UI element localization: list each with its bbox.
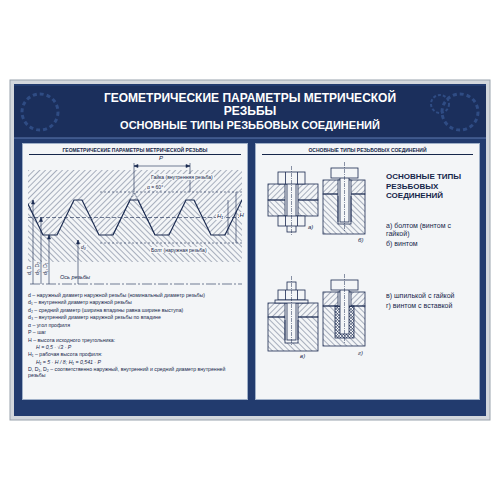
poster-subtitle: ОСНОВНЫЕ ТИПЫ РЕЗЬБОВЫХ СОЕДИНЕНИЙ <box>50 119 450 132</box>
drawing-label: D, D₁, D₂ – соответственно наружный, вну… <box>28 366 242 378</box>
insert-joint <box>323 274 365 346</box>
panel-heading: ГЕОМЕТРИЧЕСКИЕ ПАРАМЕТРЫ МЕТРИЧЕСКОЙ РЕЗ… <box>29 146 241 155</box>
drawing-label: Ось резьбы <box>60 274 90 281</box>
drawing-label: в) <box>300 353 305 360</box>
diameter-label: d, D <box>26 265 32 276</box>
drawing-label: в) шпилькой с гайкой <box>386 292 474 300</box>
drawing-label: P <box>159 155 163 162</box>
drawing-label: а) <box>308 224 313 231</box>
drawing-label: d₃ <box>80 244 87 250</box>
stud-joint <box>268 276 318 351</box>
drawing-label: H₁ = 5 · H / 8; H₁ = 0,541 · P <box>36 359 242 365</box>
bolt-joint <box>268 166 318 236</box>
diameter-label: d₁, D₁ <box>42 261 48 276</box>
panel-heading: ОСНОВНЫЕ ТИПЫ РЕЗЬБОВЫХ СОЕДИНЕНИЙ <box>262 146 473 155</box>
drawing-label: H = 0,5 · √3 · P <box>36 344 242 350</box>
drawing-label: а) болтом (винтом с гайкой) <box>386 222 474 239</box>
drawing-label: г) <box>358 350 363 357</box>
diameter-label: d₂, D₂ <box>34 261 40 276</box>
drawing-label: б) <box>358 237 363 244</box>
drawing-label: H₁ – рабочая высота профиля: <box>28 351 242 357</box>
drawing-label: Гайка (внутренняя резьба) <box>150 174 214 180</box>
thread-dimensions <box>28 163 242 284</box>
drawing-label: α – угол профиля <box>28 322 242 328</box>
drawing-label: Болт (наружная резьба) <box>150 247 208 253</box>
drawing-label: б) винтом <box>386 240 474 248</box>
drawing-label: d – наружный диаметр наружной резьбы (но… <box>28 292 242 298</box>
drawing-label: H – высота исходного треугольника: <box>28 337 242 343</box>
right-panel-ground <box>255 143 480 400</box>
drawing-label: d₂ – средний диаметр (ширина впадины рав… <box>28 307 242 313</box>
panel-box: ОСНОВНЫЕ ТИПЫ РЕЗЬБОВЫХ СОЕДИНЕНИЙ <box>255 143 480 400</box>
drawing-label: α = 60° <box>146 184 164 190</box>
drawing-label: d₃ – внутренний диаметр наружной резьбы … <box>28 314 242 320</box>
drawing-label: P – шаг <box>28 329 242 335</box>
drawing-label: H <box>239 212 245 219</box>
drawing-label: d₁ – внутренний диаметр наружной резьбы <box>28 299 242 305</box>
poster-title: ГЕОМЕТРИЧЕСКИЕ ПАРАМЕТРЫ МЕТРИЧЕСКОЙ РЕЗ… <box>100 92 400 120</box>
screw-joint <box>323 162 365 234</box>
drawing-label: H₁ <box>216 213 224 220</box>
drawing-label: ОСНОВНЫЕ ТИПЫ РЕЗЬБОВЫХ СОЕДИНЕНИЙ <box>386 172 474 201</box>
thread-profile <box>28 170 242 262</box>
title-band <box>14 86 486 138</box>
drawing-label: г) винтом с вставкой <box>386 302 474 310</box>
